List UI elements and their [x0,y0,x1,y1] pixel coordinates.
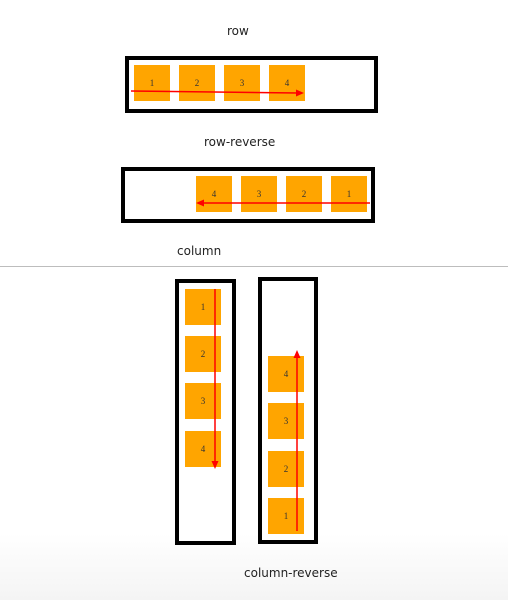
column-reverse-item-1: 1 [268,498,304,534]
row-item-2: 2 [179,65,215,101]
label-row-reverse: row-reverse [204,135,276,149]
column-reverse-container: 4 3 2 1 [258,277,318,544]
label-column-reverse: column-reverse [244,566,338,580]
row-item-1: 1 [134,65,170,101]
row-item-3: 3 [224,65,260,101]
row-reverse-item-2: 2 [286,176,322,212]
column-reverse-item-3: 3 [268,403,304,439]
row-reverse-container: 4 3 2 1 [121,167,375,223]
column-arrow-head [211,461,219,469]
row-reverse-item-3: 3 [241,176,277,212]
column-reverse-item-2: 2 [268,451,304,487]
row-reverse-arrow-head [196,199,204,207]
column-reverse-arrow-head [293,350,301,358]
row-arrow-head [296,89,304,97]
column-reverse-item-4: 4 [268,356,304,392]
section-divider [0,266,508,267]
label-row: row [227,24,249,38]
row-reverse-item-4: 4 [196,176,232,212]
row-container: 1 2 3 4 [125,56,378,113]
label-column: column [177,244,222,258]
lower-panel-background [0,267,508,600]
column-container: 1 2 3 4 [175,279,236,545]
row-reverse-item-1: 1 [331,176,367,212]
row-arrow-line [130,90,299,94]
